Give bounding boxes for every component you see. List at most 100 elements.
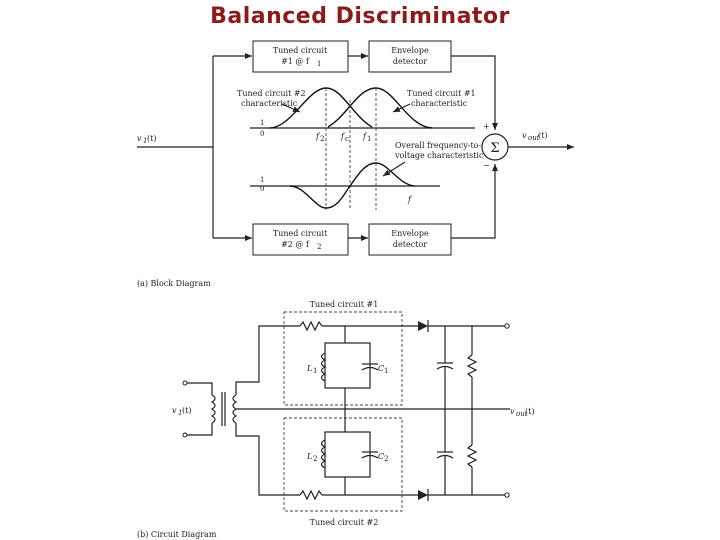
inductor-L1	[320, 352, 327, 382]
page-title: Balanced Discriminator	[210, 4, 510, 29]
svg-text:f: f	[340, 132, 346, 141]
svg-text:C: C	[378, 452, 384, 461]
char1-callout-arrow	[392, 103, 411, 113]
transformer-primary-coil	[210, 394, 216, 424]
overall-characteristic-curve	[289, 162, 415, 209]
char1-label-line2: characteristic	[411, 99, 468, 108]
L1-label: L 1	[306, 364, 317, 375]
svg-text:2: 2	[320, 135, 324, 143]
svg-text:0: 0	[260, 130, 264, 138]
output-capacitor-bottom	[436, 451, 454, 459]
capacitor-C2	[361, 451, 379, 459]
line-env2-to-summer	[451, 164, 498, 239]
f-axis-label: f	[407, 195, 413, 204]
input-signal-label: v 1 (t)	[137, 134, 156, 145]
svg-text:(t): (t)	[182, 406, 191, 415]
C1-label: C 1	[378, 364, 388, 375]
tank1-loop	[324, 342, 371, 389]
svg-text:1: 1	[143, 137, 147, 145]
envelope-detector-1-box	[368, 40, 452, 73]
output-resistor-top	[466, 354, 478, 378]
inductor-L2	[320, 439, 327, 469]
output-capacitor-top	[436, 362, 454, 370]
tuned-circuit-1-freq: #1 @ f	[281, 57, 310, 66]
input-terminal-top	[182, 380, 188, 386]
output-signal-label: v out (t)	[522, 131, 547, 142]
C2-label: C 2	[378, 452, 388, 463]
line-env1-to-summer	[451, 55, 498, 130]
svg-text:out: out	[528, 134, 540, 142]
svg-text:c: c	[345, 135, 349, 143]
envelope-detector-2-box	[368, 223, 452, 256]
primary-bottom-wire	[185, 423, 213, 436]
summer-minus: −	[483, 161, 490, 170]
char1-label-line1: Tuned circuit #1	[407, 89, 476, 98]
circuit-output-label: v out (t)	[510, 407, 534, 418]
envelope-detector-1-line1: Envelope	[391, 46, 429, 55]
svg-text:2: 2	[313, 455, 317, 463]
svg-text:1: 1	[260, 119, 264, 127]
svg-text:v: v	[172, 406, 177, 415]
secondary-top-wire	[235, 325, 300, 395]
circuit-input-label: v 1 (t)	[172, 406, 191, 417]
summer-symbol: Σ	[490, 141, 499, 156]
circuit-diagram: Tuned circuit #1 Tuned circuit #2 v 1 (t…	[137, 300, 534, 539]
svg-text:(t): (t)	[147, 134, 156, 143]
svg-text:1: 1	[313, 367, 317, 375]
svg-text:1: 1	[260, 176, 264, 184]
resistor-top	[299, 320, 323, 332]
L2-label: L 2	[306, 452, 317, 463]
envelope-detector-2-line2: detector	[393, 240, 427, 249]
svg-text:(t): (t)	[525, 407, 534, 416]
tuned-circuit-1-box	[252, 40, 349, 73]
svg-text:1: 1	[317, 60, 321, 68]
tank2-loop	[324, 431, 371, 478]
tuned-circuit-2-label: Tuned circuit	[273, 229, 328, 238]
tuned-circuit-1-boundary	[283, 311, 403, 406]
block-diagram-caption: (a) Block Diagram	[137, 279, 211, 288]
svg-text:C: C	[378, 364, 384, 373]
svg-text:f: f	[362, 132, 368, 141]
tuned-circuit-2-box	[252, 223, 349, 256]
resistor-bottom	[299, 489, 323, 501]
svg-text:1: 1	[178, 409, 182, 417]
capacitor-C1	[361, 363, 379, 371]
output-resistor-bottom	[466, 444, 478, 468]
tuned-circuit-2-title: Tuned circuit #2	[310, 518, 379, 527]
svg-text:2: 2	[317, 243, 321, 251]
envelope-detector-2-line1: Envelope	[391, 229, 429, 238]
char2-label-line1: Tuned circuit #2	[237, 89, 306, 98]
svg-text:1: 1	[367, 135, 371, 143]
svg-text:v: v	[522, 131, 527, 140]
svg-text:1: 1	[384, 367, 388, 375]
svg-text:(t): (t)	[538, 131, 547, 140]
overall-label-line2: voltage characteristic	[394, 151, 484, 160]
transformer-secondary-coil	[232, 394, 238, 424]
svg-text:v: v	[510, 407, 515, 416]
tuned-circuit-2-freq: #2 @ f	[281, 240, 310, 249]
output-terminal-bottom	[504, 492, 510, 498]
summer-plus: +	[483, 122, 490, 131]
circuit-diagram-caption: (b) Circuit Diagram	[137, 530, 217, 539]
svg-text:L: L	[306, 452, 312, 461]
output-terminal-top	[504, 323, 510, 329]
char2-callout-arrow	[281, 103, 301, 113]
primary-top-wire	[185, 382, 213, 395]
svg-text:f: f	[315, 132, 321, 141]
char2-label-line2: characteristic	[241, 99, 298, 108]
tuned-circuit-1-label: Tuned circuit	[273, 46, 328, 55]
overall-callout-arrow	[382, 161, 406, 177]
secondary-bottom-wire	[235, 423, 300, 496]
svg-text:L: L	[306, 364, 312, 373]
input-terminal-bottom	[182, 432, 188, 438]
svg-text:v: v	[137, 134, 142, 143]
envelope-detector-1-line2: detector	[393, 57, 427, 66]
block-diagram: v 1 (t) Tuned circuit #1 @ f 1 Envelope …	[137, 40, 574, 288]
diode-bottom	[418, 489, 429, 501]
tuned-circuit-1-title: Tuned circuit #1	[310, 300, 379, 309]
diode-top	[418, 320, 429, 332]
svg-text:out: out	[516, 410, 528, 418]
svg-text:0: 0	[260, 185, 264, 193]
overall-label-line1: Overall frequency-to-	[395, 141, 481, 150]
